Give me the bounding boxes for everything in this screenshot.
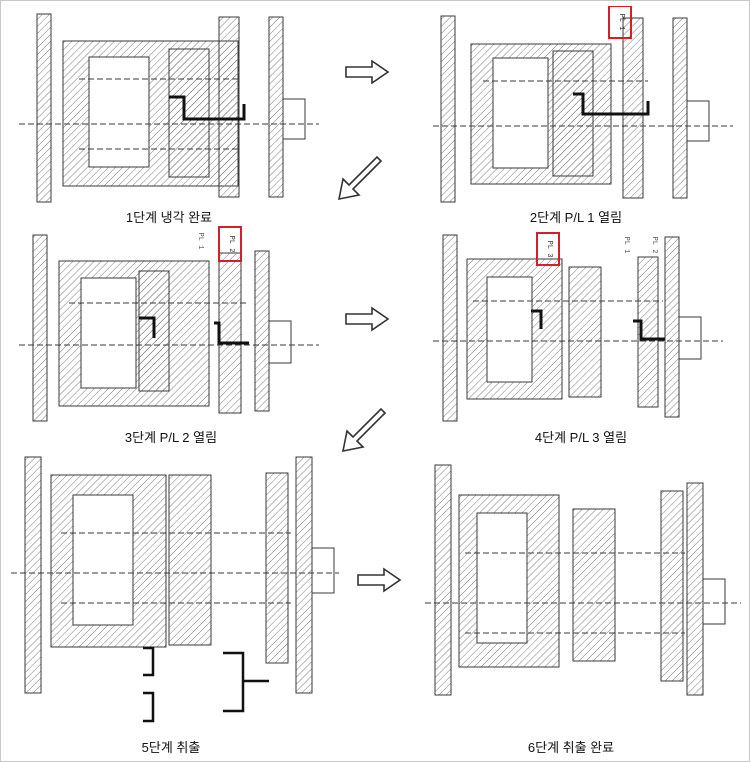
arrow-right-icon [345, 306, 390, 332]
step-6-diagram [425, 461, 741, 701]
ejected-part [143, 646, 155, 677]
step-4-caption: 4단계 P/L 3 열림 [534, 430, 628, 445]
arrow-right-icon [357, 567, 402, 593]
pl-label: PL 2 [227, 236, 235, 253]
step-5-diagram [11, 453, 339, 731]
mold-drawing [425, 464, 741, 696]
arrow-down-left-icon [341, 407, 387, 453]
ejected-runner [223, 651, 269, 713]
pl-label: PL 1 [622, 237, 630, 254]
pl-label: PL 1 [617, 14, 625, 31]
step-6-caption: 6단계 취출 완료 [527, 740, 615, 755]
step-2-diagram: PL 1 [433, 6, 733, 204]
mold-drawing: PL 3 PL 1 PL 2 [433, 232, 723, 422]
arrow-down-left-icon [337, 155, 383, 201]
step-5-caption: 5단계 취출 [141, 740, 201, 755]
step-3-diagram: PL 1 PL 2 [19, 223, 319, 423]
step-1-caption: 1단계 냉각 완료 [125, 210, 213, 225]
step-1-diagram [19, 9, 319, 204]
ejected-part [143, 691, 155, 723]
step-4-diagram: PL 3 PL 1 PL 2 [433, 229, 733, 424]
step-2-caption: 2단계 P/L 1 열림 [529, 210, 623, 225]
pl-label: PL 2 [650, 237, 658, 254]
step-3-caption: 3단계 P/L 2 열림 [124, 430, 218, 445]
mold-drawing: PL 1 [433, 6, 733, 203]
pl-highlight-box [218, 226, 242, 262]
pl-label: PL 1 [196, 233, 204, 250]
mold-drawing [19, 13, 319, 203]
pl-highlight-box [536, 232, 560, 266]
pl-label: PL 3 [545, 241, 553, 258]
pl-highlight-box [608, 6, 632, 39]
mold-drawing [11, 456, 339, 723]
mold-drawing: PL 1 PL 2 [19, 226, 319, 422]
arrow-right-icon [345, 59, 390, 85]
